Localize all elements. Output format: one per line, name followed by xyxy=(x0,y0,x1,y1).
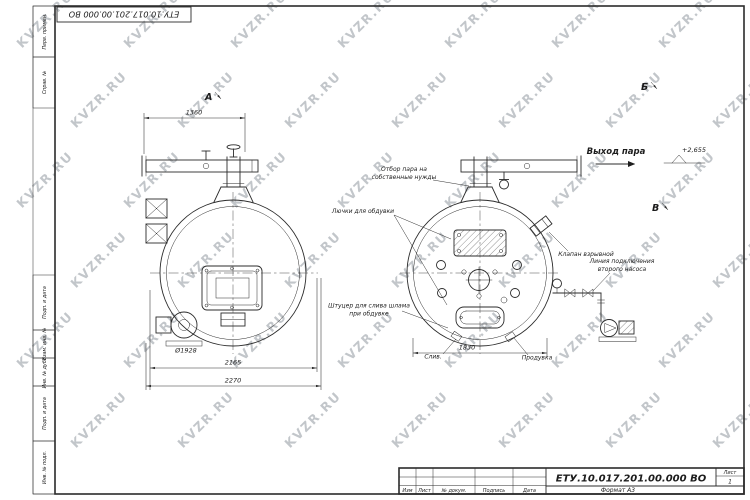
drain-label: Слив. xyxy=(424,354,441,361)
elevation-mark: +2,655 xyxy=(682,146,706,154)
second-pump-line-label: второго насоса xyxy=(598,266,647,273)
tb-format: Формат А3 xyxy=(601,487,635,494)
steam-own-needs-label: собственные нужды xyxy=(372,174,437,181)
blow-hatches-label: Лючки для обдувки xyxy=(331,208,394,215)
view-a-label: А xyxy=(204,92,212,103)
tb-header: № докум. xyxy=(441,488,467,494)
tb-sheet-label: Лист xyxy=(723,470,738,476)
sludge-fitting-label: при обдувке xyxy=(349,311,389,318)
margin-field: Взам. инв. № xyxy=(42,328,48,361)
top-doc-number: ЕТУ.10.017.201.00.000 ВО xyxy=(68,10,179,20)
tb-header: Изм xyxy=(402,488,412,494)
view-b-label: Б xyxy=(641,82,648,93)
second-pump-line-label: Линия подключения xyxy=(589,258,655,265)
dim-diameter: Ø1928 xyxy=(174,347,197,355)
margin-field: Инв. № подл. xyxy=(42,451,48,484)
view-b-dimensions: 1830 Слив. Продувка xyxy=(412,337,553,362)
tb-header: Подпись xyxy=(483,488,506,494)
margin-field: Перв. примен. xyxy=(42,13,48,49)
dim-width-total: 2270 xyxy=(225,377,242,385)
tb-doc-number: ЕТУ.10.017.201.00.000 ВО xyxy=(556,474,707,485)
steam-own-needs-label: Отбор пара на xyxy=(381,166,427,173)
view-v-label: В xyxy=(652,203,659,214)
margin-field: Инв. № дубл. xyxy=(42,356,48,389)
margin-stamp-column: Перв. примен. Справ. № Подп. и дата Взам… xyxy=(32,5,56,495)
dim-view-b-width: 1830 xyxy=(459,344,476,352)
margin-field: Подп. и дата xyxy=(42,286,48,319)
margin-field: Подп. и дата xyxy=(42,397,48,430)
tb-sheet-value: 1 xyxy=(728,479,732,486)
blowdown-label: Продувка xyxy=(522,355,553,362)
sheet-frame xyxy=(32,5,745,495)
dim-pipe-span: 1360 xyxy=(186,109,203,117)
boiler-front-view xyxy=(141,144,318,354)
view-a-dimensions: 1360 Ø1928 2165 2270 А xyxy=(143,91,322,390)
steam-outlet-label: Выход пара xyxy=(587,147,646,157)
view-b-annotations: Отбор пара на собственные нужды Лючки дл… xyxy=(328,81,706,329)
dim-width-mid: 2165 xyxy=(225,359,242,367)
title-block: Изм Лист № докум. Подпись Дата ЕТУ.10.01… xyxy=(398,467,745,495)
explosion-valve-label: Клапан взрывной xyxy=(558,251,614,258)
boiler-rear-view xyxy=(400,155,637,354)
top-doc-stamp: ЕТУ.10.017.201.00.000 ВО xyxy=(56,6,192,23)
tb-header: Дата xyxy=(522,488,536,494)
margin-field: Справ. № xyxy=(42,71,48,94)
sludge-fitting-label: Штуцер для слива шлама xyxy=(328,303,410,310)
tb-header: Лист xyxy=(417,488,432,494)
